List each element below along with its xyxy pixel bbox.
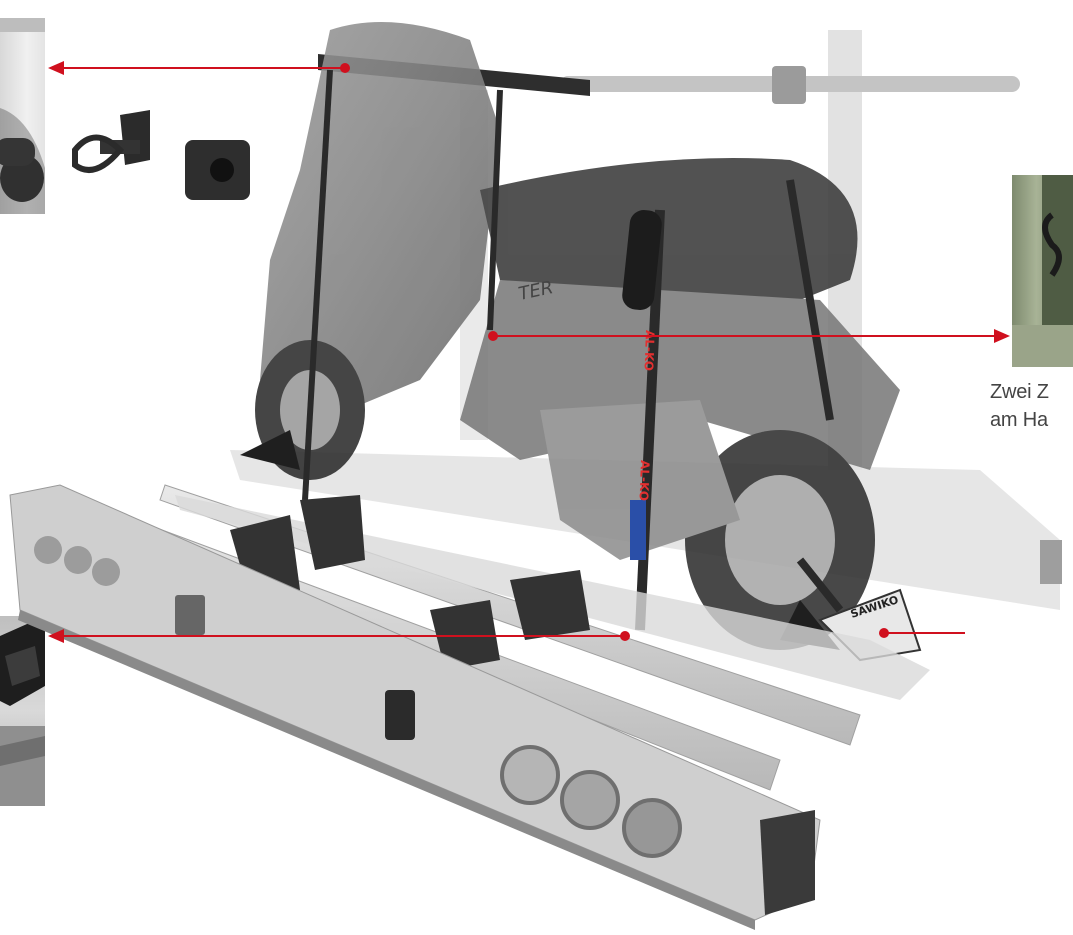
strap-brand-1: AL-KO <box>642 330 657 371</box>
strap-brand-2: AL-KO <box>637 460 652 501</box>
photo-caption: Zwei Z am Ha <box>990 378 1073 434</box>
rear-wheel-chock <box>240 430 300 470</box>
detail-photo-tie-down-hook <box>1012 175 1073 367</box>
detail-photo-handlebar-clamp <box>0 18 45 214</box>
detail-photo-wheel-holder <box>0 616 45 806</box>
caption-line-1: Zwei Z <box>990 381 1049 403</box>
light-bar <box>9 484 821 930</box>
pointer-bottom-right <box>879 628 965 638</box>
tie-down-straps: AL-KO AL-KO <box>302 69 844 631</box>
pointer-top-left <box>48 61 350 75</box>
caption-line-2: am Ha <box>990 409 1048 431</box>
pointer-bottom-left <box>48 629 630 643</box>
handlebar-clamp-part <box>72 110 250 200</box>
pointer-right <box>488 329 1010 343</box>
